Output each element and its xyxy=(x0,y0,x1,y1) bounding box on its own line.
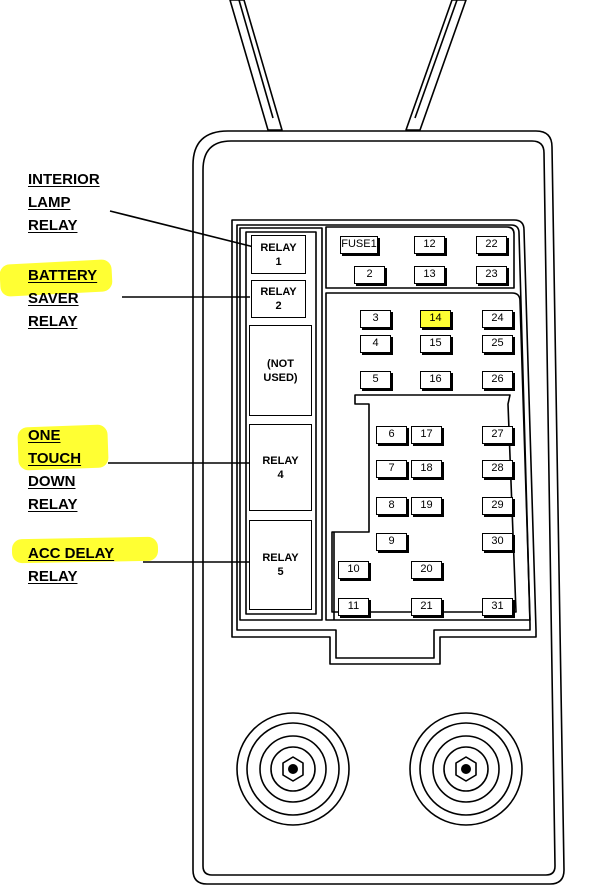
fuse-4: 4 xyxy=(360,335,391,353)
fuse-26: 26 xyxy=(482,371,513,389)
fuse-28: 28 xyxy=(482,460,513,478)
fuse-22: 22 xyxy=(476,236,507,254)
fuse-31: 31 xyxy=(482,598,513,616)
fuse-29: 29 xyxy=(482,497,513,515)
fuse-16: 16 xyxy=(420,371,451,389)
fuse-25: 25 xyxy=(482,335,513,353)
fuse-3: 3 xyxy=(360,310,391,328)
fuse-17: 17 xyxy=(411,426,442,444)
fuse-11: 11 xyxy=(338,598,369,616)
fuse-6: 6 xyxy=(376,426,407,444)
fuse-13: 13 xyxy=(414,266,445,284)
fuse-24: 24 xyxy=(482,310,513,328)
fuse-20: 20 xyxy=(411,561,442,579)
fuse-2: 2 xyxy=(354,266,385,284)
fuse-7: 7 xyxy=(376,460,407,478)
fuse-19: 19 xyxy=(411,497,442,515)
fuse-12: 12 xyxy=(414,236,445,254)
fuse-9: 9 xyxy=(376,533,407,551)
fuse-23: 23 xyxy=(476,266,507,284)
fuse-21: 21 xyxy=(411,598,442,616)
fuse-14: 14 xyxy=(420,310,451,328)
fuse-1: FUSE1 xyxy=(340,236,378,254)
fuse-18: 18 xyxy=(411,460,442,478)
fuse-10: 10 xyxy=(338,561,369,579)
fuse-8: 8 xyxy=(376,497,407,515)
fuse-5: 5 xyxy=(360,371,391,389)
fuse-30: 30 xyxy=(482,533,513,551)
fuse-27: 27 xyxy=(482,426,513,444)
fuse-15: 15 xyxy=(420,335,451,353)
